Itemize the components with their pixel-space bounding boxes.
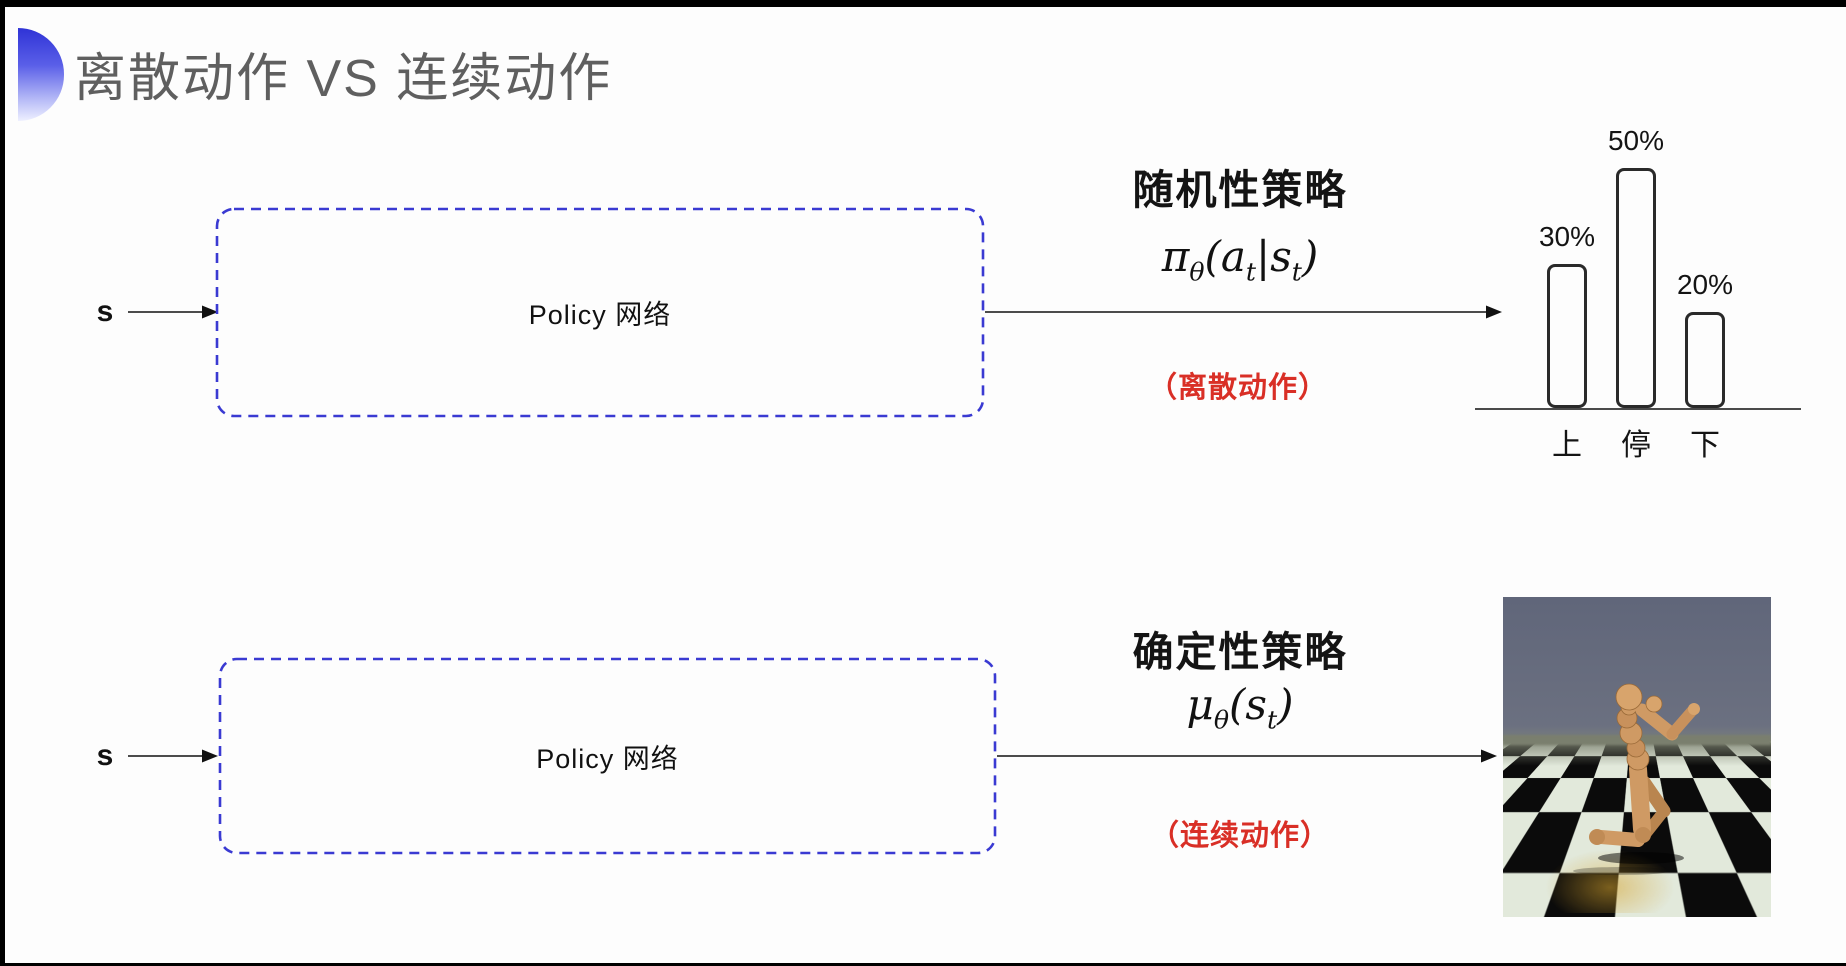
state-input-label-bottom: s	[96, 739, 114, 772]
stochastic-policy-title: 随机性策略	[1132, 167, 1348, 213]
formula-open-a: (a	[1204, 232, 1246, 281]
bar-column: 30%	[1539, 221, 1595, 408]
policy-network-label-bottom: Policy 网络	[536, 743, 679, 774]
formula-bar-s: |s	[1256, 232, 1292, 281]
bar-value-label: 50%	[1607, 125, 1665, 156]
formula-t-sub-1: t	[1245, 257, 1257, 287]
bar-category-label: 下	[1690, 429, 1720, 462]
bar	[1547, 264, 1587, 408]
arrow-policy-to-simulation	[997, 749, 1497, 763]
humanoid-robot-figure	[1573, 683, 1700, 875]
formula-close: )	[1301, 232, 1319, 281]
stochastic-policy-formula: πθ(at|st)	[1030, 232, 1450, 284]
bar-chart-categories: 上停下	[1547, 420, 1725, 464]
frame-top-bar	[0, 0, 1846, 7]
formula-theta-sub: θ	[1213, 705, 1229, 735]
policy-network-box-bottom: Policy 网络	[218, 657, 997, 855]
formula-close: )	[1277, 680, 1294, 729]
deterministic-policy-formula: μθ(st)	[1030, 680, 1450, 732]
title-bullet-icon	[18, 28, 64, 121]
bar-column: 20%	[1677, 269, 1733, 408]
arrow-s-to-policy-top	[128, 305, 218, 319]
dashed-border	[215, 207, 985, 418]
arrow-s-to-policy-bottom	[128, 749, 218, 763]
bar-value-label: 30%	[1538, 221, 1596, 252]
bar-category-label: 停	[1621, 429, 1651, 462]
formula-mu: μ	[1186, 680, 1214, 729]
bar	[1616, 168, 1656, 408]
policy-network-label-top: Policy 网络	[528, 300, 672, 330]
bar-value-label: 20%	[1676, 269, 1734, 300]
arrow-policy-to-distribution	[985, 305, 1502, 319]
continuous-action-label: （连续动作）	[1149, 820, 1330, 852]
discrete-action-label: （离散动作）	[1147, 372, 1328, 404]
formula-pi: π	[1161, 232, 1190, 281]
formula-t-sub-2: t	[1291, 257, 1302, 287]
bar-category-label: 上	[1552, 429, 1582, 462]
deterministic-policy-title: 确定性策略	[1132, 629, 1348, 675]
bar	[1685, 312, 1725, 408]
frame-left-bar	[0, 0, 5, 966]
bar-chart-bars: 30% 50% 20%	[1539, 125, 1733, 408]
policy-network-box-top: Policy 网络	[215, 207, 985, 418]
bar-chart: 30% 50% 20% 上 停 下	[1475, 100, 1805, 462]
formula-open-s: (s	[1229, 680, 1267, 729]
formula-t-sub: t	[1266, 705, 1278, 735]
page-title: 离散动作 VS 连续动作	[74, 50, 613, 108]
bar-chart-axis	[1475, 408, 1801, 410]
state-input-label-top: s	[96, 295, 114, 328]
bar-column: 50%	[1608, 125, 1664, 408]
frame-bottom-bar	[0, 963, 1846, 966]
formula-theta-sub: θ	[1189, 257, 1205, 287]
humanoid-simulation-image	[1503, 597, 1771, 917]
